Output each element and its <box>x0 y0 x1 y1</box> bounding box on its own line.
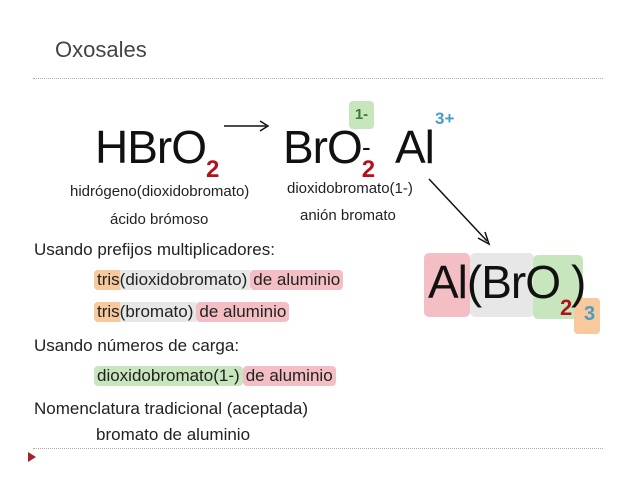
acid-formula: HBrO2 <box>95 120 219 183</box>
charge-heading: Usando números de carga: <box>34 336 240 355</box>
salt-al: Al <box>428 256 468 308</box>
prefix-line-2-c: de aluminio <box>196 302 290 322</box>
anion-traditional-name: anión bromato <box>300 207 396 224</box>
cation-charge: 3+ <box>435 109 455 128</box>
acid-formula-subscript: 2 <box>206 156 219 183</box>
diagonal-arrow-icon <box>428 178 491 246</box>
prefix-line-1-c: de aluminio <box>250 270 344 290</box>
anion-systematic-name: dioxidobromato(1-) <box>287 180 413 197</box>
anion-charge-sign: - <box>362 132 371 162</box>
anion-formula: BrO2 <box>283 120 375 183</box>
footer-divider <box>33 448 603 449</box>
salt-formula: Al(BrO <box>428 255 561 309</box>
salt-outer-subscript: 3 <box>584 303 596 325</box>
anion-formula-subscript: 2 <box>361 156 375 183</box>
charge-line-b: (1-) <box>213 366 243 386</box>
slide-nav-triangle-icon <box>28 452 36 462</box>
salt-open-paren: ( <box>466 256 482 308</box>
prefix-line-2-b: (bromato) <box>119 302 197 322</box>
charge-line-c: de aluminio <box>242 366 336 386</box>
cation-symbol: Al <box>395 121 435 173</box>
title-divider <box>33 78 603 79</box>
traditional-heading: Nomenclatura tradicional (aceptada) <box>34 399 309 418</box>
acid-formula-main: HBrO <box>95 121 207 173</box>
charge-line: dioxidobromato(1-)de aluminio <box>94 366 336 386</box>
salt-orange-bg <box>574 298 600 334</box>
anion-charge-badge: 1- <box>349 101 374 129</box>
salt-close-paren: ) <box>571 256 586 308</box>
salt-bro-bg <box>470 253 534 317</box>
acid-traditional-name: ácido brómoso <box>110 211 209 228</box>
anion-formula-main: BrO <box>283 121 363 173</box>
prefix-line-2: tris(bromato)de aluminio <box>94 302 290 322</box>
prefix-line-1-b: (dioxidobromato) <box>119 270 251 290</box>
salt-al-bg <box>424 253 470 317</box>
slide-title: Oxosales <box>55 37 147 62</box>
acid-systematic-name: hidrógeno(dioxidobromato) <box>70 183 250 200</box>
prefix-line-1-a: tris <box>94 270 120 290</box>
salt-bro: BrO <box>481 256 561 308</box>
prefix-line-1: tris(dioxidobromato)de aluminio <box>94 270 344 290</box>
reaction-arrow-icon <box>224 120 270 132</box>
prefixes-heading: Usando prefijos multiplicadores: <box>34 240 275 259</box>
charge-line-a: dioxidobromato <box>94 366 214 386</box>
prefix-line-2-a: tris <box>94 302 120 322</box>
traditional-line: bromato de aluminio <box>96 425 251 444</box>
salt-inner-subscript: 2 <box>560 295 573 320</box>
